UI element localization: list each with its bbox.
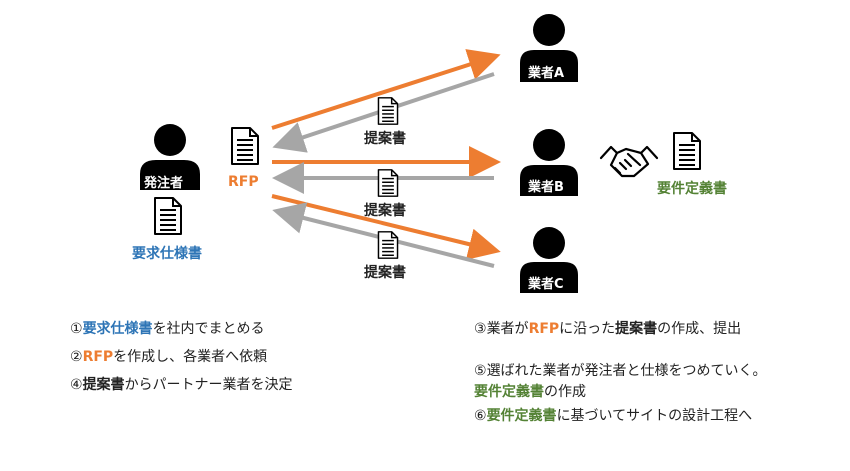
rfp-document-icon xyxy=(231,127,259,165)
rfp-label: RFP xyxy=(228,174,259,190)
vendor-a-label: 業者A xyxy=(528,66,565,81)
vendor-b-person-icon xyxy=(520,129,578,196)
proposal-c-label: 提案書 xyxy=(364,265,406,281)
vendor-a-person-icon xyxy=(520,14,578,82)
step-5-continued: 要件定義書の作成 xyxy=(474,384,586,400)
requirements-spec-document-icon xyxy=(154,197,182,235)
step-1: ①要求仕様書を社内でまとめる xyxy=(70,321,265,337)
requirements-spec-label: 要求仕様書 xyxy=(132,246,202,262)
step-3: ③業者がRFPに沿った提案書の作成、提出 xyxy=(474,321,742,337)
rfp-arrow-a xyxy=(271,49,501,130)
step-4: ④提案書からパートナー業者を決定 xyxy=(70,377,293,393)
vendor-c-person-icon xyxy=(520,227,578,293)
client-person-icon xyxy=(140,124,200,190)
vendor-c-label: 業者C xyxy=(528,277,564,292)
handshake-icon xyxy=(599,145,659,178)
client-label: 発注者 xyxy=(144,176,184,191)
requirements-definition-document-icon xyxy=(673,132,701,170)
proposal-b-document-icon xyxy=(377,169,399,197)
proposal-a-label: 提案書 xyxy=(364,131,406,147)
proposal-c-document-icon xyxy=(377,231,399,259)
proposal-b-label: 提案書 xyxy=(364,203,406,219)
step-5: ⑤選ばれた業者が発注者と仕様をつめていく。 xyxy=(474,363,767,379)
proposal-a-document-icon xyxy=(377,97,399,125)
vendor-b-label: 業者B xyxy=(528,180,564,195)
requirements-definition-label: 要件定義書 xyxy=(657,181,727,197)
step-6: ⑥要件定義書に基づいてサイトの設計工程へ xyxy=(474,408,753,424)
step-2: ②RFPを作成し、各業者へ依頼 xyxy=(70,349,268,365)
rfp-arrow-c xyxy=(271,194,501,260)
